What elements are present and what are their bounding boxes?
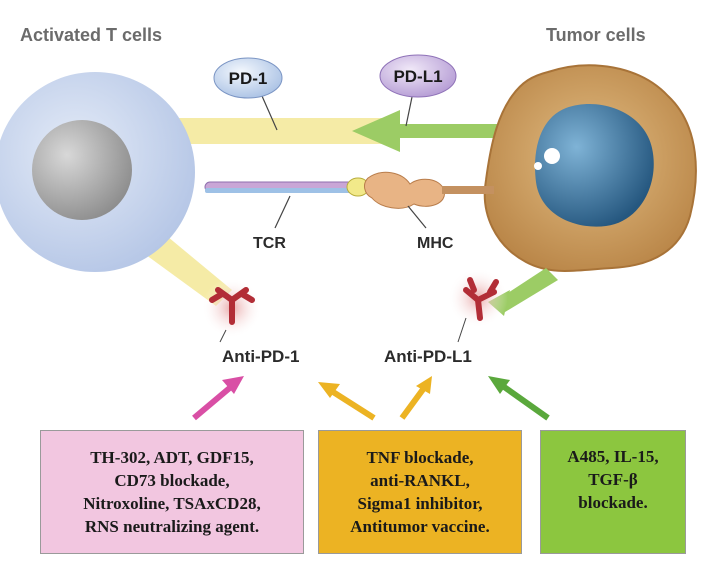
tcr-pointer [274, 195, 291, 229]
mhc-pointer [407, 205, 427, 229]
anti-pd1-label: Anti-PD-1 [222, 347, 299, 366]
tumor-vesicle-large [544, 148, 560, 164]
tcr-stalk-lower [205, 188, 355, 193]
pd1-band [175, 118, 400, 144]
mhc-stalk [442, 186, 494, 194]
pdl1-pill [379, 54, 457, 98]
t-cell-title: Activated T cells [20, 25, 162, 45]
pdl1-modulators-line-1: A485, IL-15, [567, 447, 659, 466]
pd1-pill [213, 57, 283, 99]
pdl1-arrow-shaft [398, 124, 516, 138]
tcr-label: TCR [253, 235, 286, 252]
pdl1-arrowhead [352, 110, 400, 152]
anti-pd1-antibody-icon [209, 287, 255, 325]
pd1-modulators-line-3: Nitroxoline, TSAxCD28, [83, 494, 261, 513]
pdl1-label: PD-L1 [393, 67, 442, 86]
tumor-antibody-band [497, 268, 558, 312]
shared-modulators-line-2: anti-RANKL, [370, 471, 470, 490]
tumor-vesicle-small [534, 162, 542, 170]
pd1-pointer [261, 95, 278, 131]
pd1-modulators-box: TH-302, ADT, GDF15, CD73 blockade, Nitro… [40, 430, 304, 554]
gold-arrow-left [318, 382, 376, 421]
shared-modulators-line-1: TNF blockade, [366, 448, 474, 467]
green-arrow [488, 376, 550, 421]
pdl1-pointer [405, 96, 413, 127]
t-cell-nucleus [32, 120, 132, 220]
pdl1-modulators-line-3: blockade. [578, 493, 648, 512]
shared-modulators-box: TNF blockade, anti-RANKL, Sigma1 inhibit… [318, 430, 522, 554]
tumor-nucleus [535, 104, 654, 227]
pd1-modulators-line-1: TH-302, ADT, GDF15, [90, 448, 254, 467]
pd1-modulators-line-4: RNS neutralizing agent. [84, 517, 260, 536]
pd1-modulators-line-2: CD73 blockade, [114, 471, 230, 490]
t-cell-antibody-band [142, 232, 232, 306]
pink-arrow [192, 376, 244, 421]
mhc-complex [364, 171, 445, 209]
anti-pd1-pointer [219, 329, 227, 343]
pdl1-modulators-box: A485, IL-15, TGF-β blockade. [540, 430, 686, 554]
anti-pdl1-pointer [457, 317, 467, 343]
mhc-label: MHC [417, 235, 454, 252]
anti-pdl1-antibody-icon [463, 277, 499, 321]
pdl1-modulators-line-2: TGF-β [588, 470, 638, 489]
shared-modulators-line-4: Antitumor vaccine. [350, 517, 490, 536]
gold-arrow-right [399, 376, 432, 420]
shared-modulators-line-3: Sigma1 inhibitor, [357, 494, 483, 513]
tumor-cell-title: Tumor cells [546, 25, 646, 45]
pd1-label: PD-1 [229, 69, 268, 88]
anti-pdl1-label: Anti-PD-L1 [384, 347, 472, 366]
